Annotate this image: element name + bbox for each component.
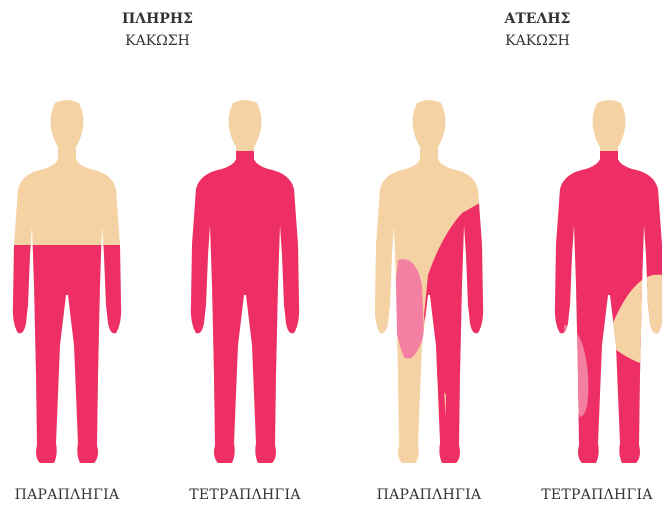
complete-injury-subtitle: ΚΑΚΩΣΗ — [95, 30, 220, 52]
incomplete-injury-header: ΑΤΕΛΗΣ ΚΑΚΩΣΗ — [475, 8, 600, 52]
incomplete-paraplegia-body-icon — [364, 95, 494, 475]
complete-paraplegia-body-icon — [2, 95, 132, 475]
figure-caption: ΤΕΤΡΑΠΛΗΓΙΑ — [522, 487, 662, 503]
paralysis-region-lower-body — [2, 245, 132, 475]
incomplete-injury-subtitle: ΚΑΚΩΣΗ — [475, 30, 600, 52]
complete-tetraplegia-figure — [180, 95, 310, 475]
figure-caption: ΠΑΡΑΠΛΗΓΙΑ — [354, 487, 504, 503]
incomplete-tetraplegia-figure — [544, 95, 662, 475]
paralysis-region-neck-down — [544, 151, 662, 475]
incomplete-injury-title: ΑΤΕΛΗΣ — [475, 8, 600, 30]
complete-injury-title: ΠΛΗΡΗΣ — [95, 8, 220, 30]
complete-paraplegia-figure — [2, 95, 132, 475]
complete-tetraplegia-body-icon — [180, 95, 310, 475]
figure-caption: ΤΕΤΡΑΠΛΗΓΙΑ — [170, 487, 320, 503]
paralysis-region-neck-down — [180, 151, 310, 475]
incomplete-paraplegia-figure — [364, 95, 494, 475]
incomplete-tetraplegia-body-icon — [544, 95, 662, 475]
complete-injury-header: ΠΛΗΡΗΣ ΚΑΚΩΣΗ — [95, 8, 220, 52]
figure-caption: ΠΑΡΑΠΛΗΓΙΑ — [0, 487, 142, 503]
